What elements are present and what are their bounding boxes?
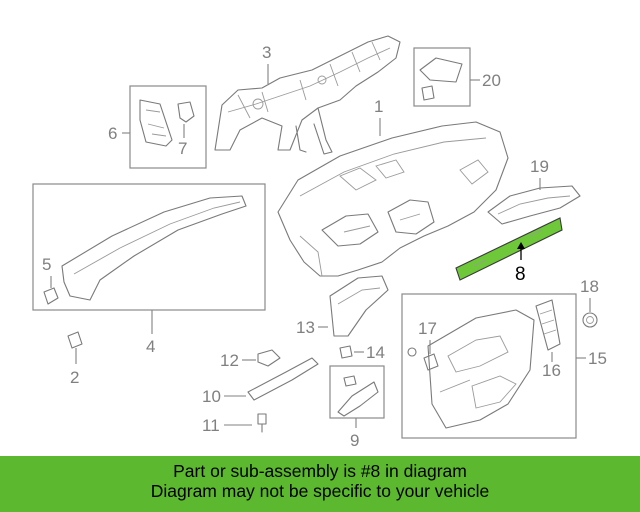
- callout-19: 19: [530, 157, 549, 176]
- parts-diagram: 3 6 7 20 1 5 4: [32, 35, 607, 450]
- callout-10: 10: [202, 387, 221, 406]
- group-box-15-16-17: [401, 293, 577, 439]
- part-10-trim-strip: [247, 357, 319, 401]
- part-7-clip: [177, 101, 195, 123]
- callout-9: 9: [350, 431, 359, 450]
- part-6-bracket: [139, 99, 173, 147]
- part-11-screw: [257, 413, 267, 433]
- info-banner: Part or sub-assembly is #8 in diagram Di…: [0, 456, 640, 512]
- arrowhead-8: [517, 242, 525, 249]
- callout-18: 18: [580, 277, 599, 296]
- part-20-cover: [419, 57, 463, 101]
- part-5-clip: [43, 287, 59, 305]
- callout-1: 1: [374, 97, 383, 116]
- part-1-instrument-panel: [277, 121, 509, 277]
- part-16-vent: [535, 299, 561, 351]
- part-17-switch: [407, 347, 439, 371]
- group-box-20: [413, 47, 471, 107]
- callout-15: 15: [588, 349, 607, 368]
- callout-17: 17: [418, 319, 437, 338]
- part-15-center-console: [427, 309, 535, 429]
- callout-3: 3: [262, 43, 271, 62]
- callout-14: 14: [366, 343, 385, 362]
- callout-5: 5: [42, 255, 51, 274]
- callout-11: 11: [202, 416, 220, 435]
- banner-line-2: Diagram may not be specific to your vehi…: [150, 481, 490, 501]
- callout-13: 13: [296, 318, 315, 337]
- part-8-highlighted-trim: [455, 217, 563, 281]
- callout-20: 20: [482, 71, 501, 90]
- part-9-panel: [337, 375, 379, 417]
- part-4-defroster-panel: [61, 195, 247, 301]
- callout-2: 2: [70, 368, 79, 387]
- callout-16: 16: [542, 361, 561, 380]
- group-box-4-5: [32, 183, 266, 311]
- part-13-panel: [329, 275, 389, 337]
- group-box-9: [329, 365, 385, 419]
- callout-12: 12: [220, 351, 239, 370]
- group-box-6-7: [129, 85, 207, 169]
- part-2-clip: [67, 331, 83, 349]
- callout-4: 4: [146, 337, 155, 356]
- banner-line-1: Part or sub-assembly is #8 in diagram: [173, 461, 467, 481]
- callout-8: 8: [515, 264, 526, 285]
- part-14-clip: [339, 345, 353, 359]
- callout-7: 7: [178, 139, 187, 158]
- part-3-crossmember: [214, 35, 401, 155]
- part-18-grommet: [582, 312, 598, 328]
- part-12-bracket: [257, 349, 281, 367]
- callout-6: 6: [108, 124, 117, 143]
- part-19-duct: [487, 185, 581, 225]
